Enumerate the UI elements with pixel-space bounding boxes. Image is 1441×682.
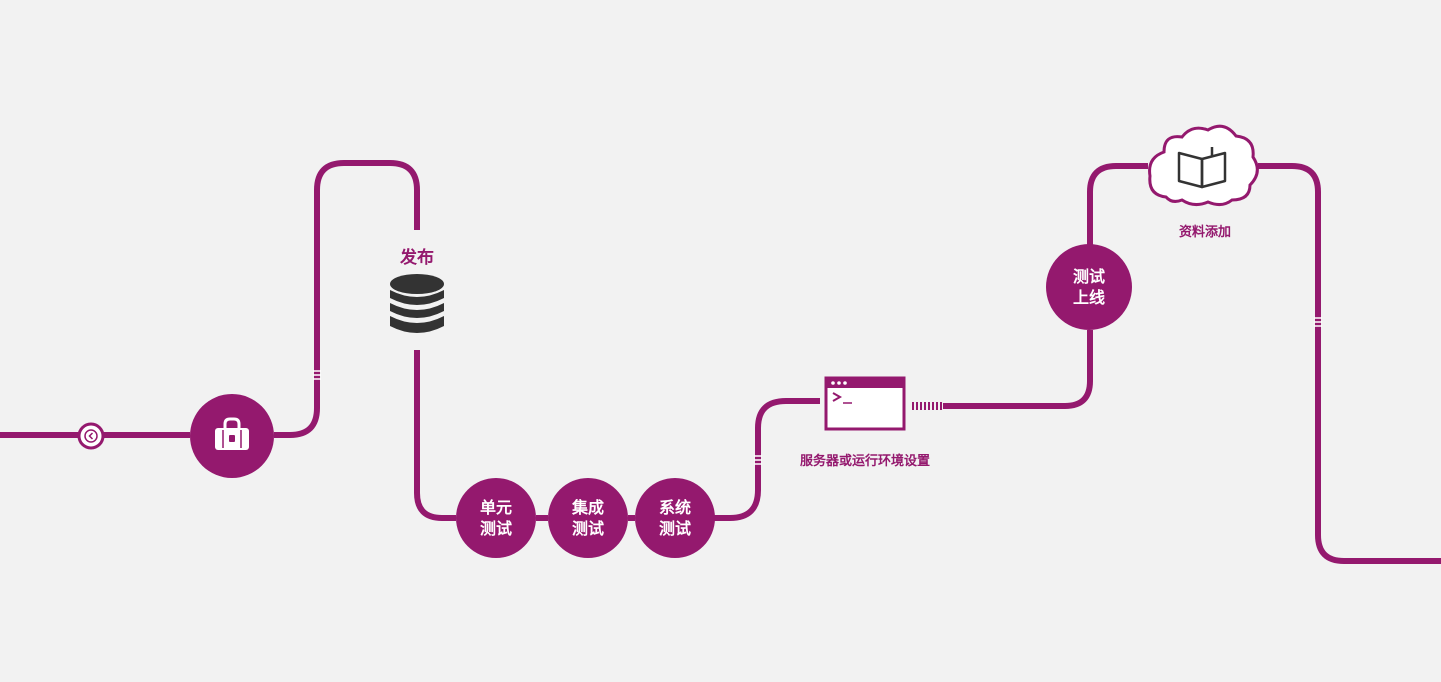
open-book-cloud-icon[interactable] <box>1148 124 1259 207</box>
database-icon <box>390 274 444 333</box>
integration-test-node[interactable]: 集成 测试 <box>548 478 628 558</box>
go-live-test-line2: 上线 <box>1072 288 1105 307</box>
publish-label: 发布 <box>400 248 434 268</box>
track-ticks <box>313 317 1322 465</box>
integration-test-line1: 集成 <box>571 498 604 517</box>
go-live-test-line1: 测试 <box>1072 267 1105 286</box>
unit-test-line2: 测试 <box>479 519 512 538</box>
briefcase-icon <box>215 417 249 450</box>
go-live-test-node[interactable]: 测试 上线 <box>1046 244 1132 330</box>
package-node[interactable] <box>190 394 274 478</box>
unit-test-line1: 单元 <box>479 498 512 517</box>
unit-test-node[interactable]: 单元 测试 <box>456 478 536 558</box>
system-test-node[interactable]: 系统 测试 <box>635 478 715 558</box>
docs-add-label: 资料添加 <box>1178 225 1231 240</box>
chevron-left-icon[interactable] <box>77 422 105 450</box>
system-test-line1: 系统 <box>658 498 691 517</box>
integration-test-line2: 测试 <box>571 519 604 538</box>
system-test-line2: 测试 <box>658 519 691 538</box>
terminal-window-icon[interactable] <box>824 376 906 431</box>
server-setup-label: 服务器或运行环境设置 <box>799 454 930 469</box>
